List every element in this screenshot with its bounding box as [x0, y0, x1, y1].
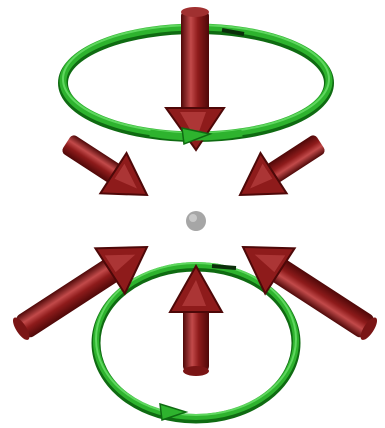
center-dot-icon: [186, 211, 206, 231]
top-arrow-shaft: [181, 10, 209, 114]
lower-right-arrow-shaft: [268, 257, 376, 340]
bottom-arrow: [170, 266, 222, 376]
top-arrow-cap: [181, 7, 209, 17]
lower-ring-gap-mark: [212, 266, 236, 268]
lower-left-arrow-shaft: [14, 257, 122, 340]
lower-right-arrow: [228, 224, 385, 354]
bottom-arrow-cap: [183, 366, 209, 376]
lower-left-arrow: [2, 224, 161, 354]
